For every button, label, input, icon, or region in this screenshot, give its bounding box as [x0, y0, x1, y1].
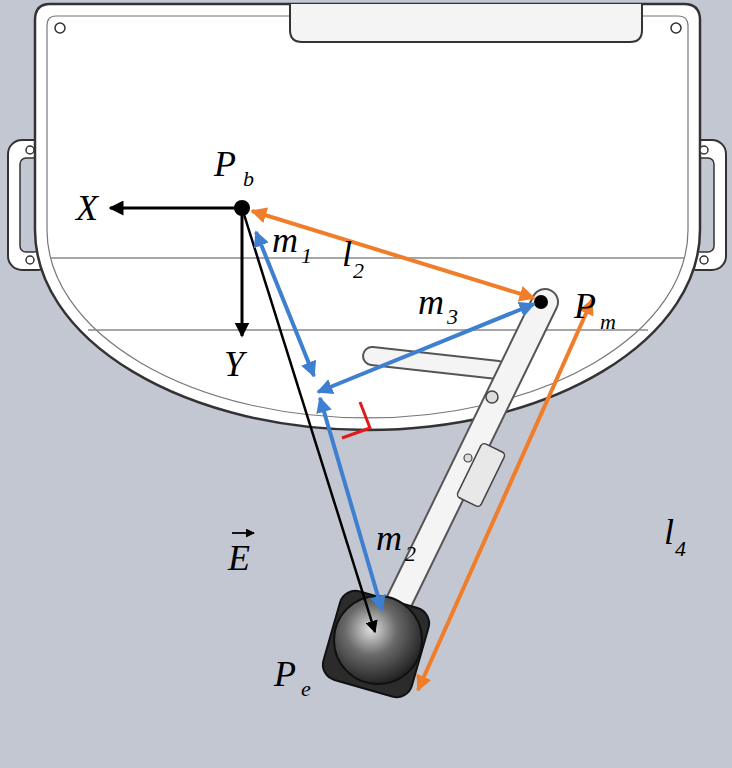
dimension-arrow [418, 300, 592, 690]
axis-label: X [76, 190, 98, 226]
body-seam [88, 329, 648, 331]
subscript: 4 [675, 538, 686, 560]
right-angle-mark [342, 402, 370, 438]
dimension-label: m [376, 520, 402, 556]
axis-label: Y [224, 346, 244, 382]
robot-body [35, 4, 700, 430]
subscript: 2 [353, 260, 364, 282]
dimension-arrow [252, 211, 534, 298]
point-label: P [274, 656, 296, 692]
vector-label: E [228, 540, 250, 576]
top-handle-notch [290, 4, 642, 42]
body-seam [50, 257, 685, 259]
mount-point [534, 295, 548, 309]
arm-links [372, 302, 545, 610]
y-axis-arrow [241, 208, 244, 336]
dimension-label: l [342, 236, 352, 272]
ball [334, 596, 422, 684]
subscript: 3 [447, 306, 458, 328]
dimension-label: m [272, 222, 298, 258]
dimension-label: l [664, 514, 674, 550]
screws [26, 23, 708, 264]
point-label: P [214, 146, 236, 182]
subscript: e [301, 678, 311, 700]
subscript: 2 [405, 543, 416, 565]
ball-housing [319, 587, 433, 701]
vector-symbol [232, 532, 254, 534]
subscript: b [243, 168, 254, 190]
dimension-label: m [418, 284, 444, 320]
body-inner-outline [47, 16, 688, 418]
dimension-arrow [320, 398, 382, 610]
subscript: m [600, 311, 616, 333]
x-axis-arrow [110, 207, 242, 210]
vector-e-arrow [242, 208, 375, 632]
point-label: P [574, 288, 596, 324]
subscript: 1 [301, 245, 312, 267]
